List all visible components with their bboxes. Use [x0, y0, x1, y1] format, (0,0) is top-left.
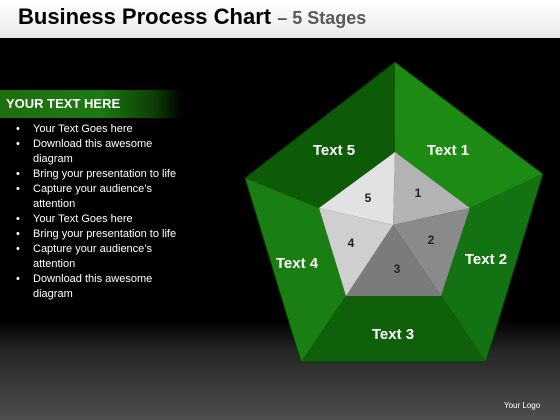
inner-segment-4 [319, 208, 393, 296]
segment-number-1: 1 [415, 186, 422, 200]
slide-title: Business Process Chart – 5 Stages [18, 4, 366, 30]
segment-number-3: 3 [394, 262, 401, 276]
segment-number-4: 4 [348, 236, 355, 250]
title-main: Business Process Chart [18, 4, 272, 29]
bullet-item: Bring your presentation to life [14, 227, 184, 242]
segment-label-4: Text 4 [276, 255, 319, 272]
bullet-item: Bring your presentation to life [14, 167, 184, 182]
segment-number-2: 2 [428, 233, 435, 247]
inner-segment-3 [346, 225, 441, 296]
segment-label-1: Text 1 [427, 142, 469, 159]
bullet-item: Download this awesome diagram [14, 137, 184, 167]
outer-segment-4 [245, 178, 346, 362]
outer-segment-3 [301, 296, 486, 362]
title-subtitle: – 5 Stages [277, 8, 367, 28]
bullet-item: Your Text Goes here [14, 122, 184, 137]
bullet-item: Capture your audience’s attention [14, 242, 184, 272]
segment-label-5: Text 5 [313, 142, 355, 159]
pentagon-outline [244, 61, 544, 363]
segment-number-5: 5 [365, 191, 372, 205]
inner-segment-1 [393, 152, 470, 225]
segment-label-3: Text 3 [372, 326, 414, 343]
bullet-item: Your Text Goes here [14, 212, 184, 227]
outer-segment-5 [245, 62, 395, 208]
logo-placeholder: Your Logo [504, 401, 541, 410]
inner-segment-2 [393, 208, 470, 296]
bullet-list: Your Text Goes here Download this awesom… [14, 122, 184, 302]
outer-segment-1 [395, 62, 543, 208]
segment-label-2: Text 2 [465, 251, 507, 268]
bullet-item: Download this awesome diagram [14, 272, 184, 302]
text-panel-heading-bar: YOUR TEXT HERE [0, 90, 182, 118]
bullet-item: Capture your audience’s attention [14, 182, 184, 212]
outer-segment-2 [441, 174, 543, 362]
text-panel-heading: YOUR TEXT HERE [6, 96, 121, 111]
inner-segment-5 [319, 152, 395, 225]
header: Business Process Chart – 5 Stages [0, 0, 560, 39]
